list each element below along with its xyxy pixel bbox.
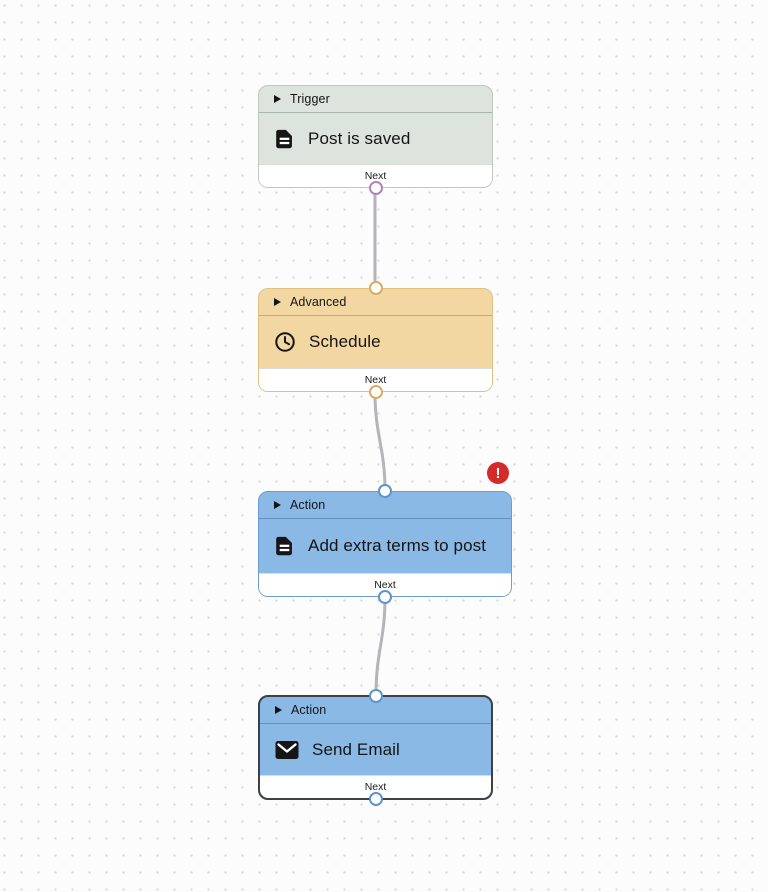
node-header[interactable]: Action: [260, 697, 491, 724]
input-port[interactable]: [368, 281, 383, 295]
expand-arrow-icon[interactable]: [274, 95, 281, 103]
expand-arrow-icon[interactable]: [274, 501, 281, 509]
node-body[interactable]: Post is saved: [259, 113, 492, 164]
node-title: Send Email: [312, 739, 400, 759]
output-port[interactable]: [368, 181, 383, 195]
node-category-label: Trigger: [290, 92, 330, 106]
node-category-label: Action: [290, 498, 326, 512]
error-badge[interactable]: !: [487, 462, 509, 484]
connector-action1-to-action2: [374, 595, 387, 697]
output-port-label: Next: [374, 579, 396, 591]
output-port-label: Next: [364, 170, 387, 182]
workflow-node-action-add-terms[interactable]: ! Action Add extra terms to post Next: [258, 462, 512, 604]
node-title: Schedule: [309, 332, 381, 351]
workflow-node-advanced[interactable]: Advanced Schedule Next: [258, 281, 493, 399]
workflow-node-action-send-email[interactable]: Action Send Email Next: [258, 689, 493, 806]
node-header[interactable]: Action: [259, 492, 511, 519]
output-port[interactable]: [378, 590, 392, 604]
output-port[interactable]: [368, 385, 383, 399]
expand-arrow-icon[interactable]: [275, 706, 282, 714]
connector-advanced-to-action1: [373, 390, 387, 493]
node-header[interactable]: Trigger: [259, 86, 492, 113]
workflow-node-trigger[interactable]: Trigger Post is saved Next: [258, 85, 493, 195]
document-icon: [274, 128, 295, 150]
document-icon: [274, 535, 295, 557]
node-category-label: Advanced: [290, 295, 347, 309]
node-category-label: Action: [291, 703, 327, 717]
output-port[interactable]: [368, 792, 383, 806]
mail-icon: [275, 740, 299, 760]
node-title: Add extra terms to post: [308, 536, 487, 555]
node-title: Post is saved: [308, 128, 411, 148]
node-body[interactable]: Schedule: [259, 316, 492, 368]
expand-arrow-icon[interactable]: [274, 298, 281, 306]
node-body[interactable]: Send Email: [260, 724, 491, 775]
input-port[interactable]: [368, 689, 383, 703]
clock-icon: [274, 331, 296, 353]
output-port-label: Next: [364, 374, 387, 386]
input-port[interactable]: [378, 484, 392, 498]
output-port-label: Next: [364, 781, 387, 793]
node-footer: Next: [260, 775, 491, 798]
node-header[interactable]: Advanced: [259, 289, 492, 316]
node-footer: Next: [259, 573, 511, 596]
node-body[interactable]: Add extra terms to post: [259, 519, 511, 573]
node-footer: Next: [259, 368, 492, 391]
node-footer: Next: [259, 164, 492, 187]
